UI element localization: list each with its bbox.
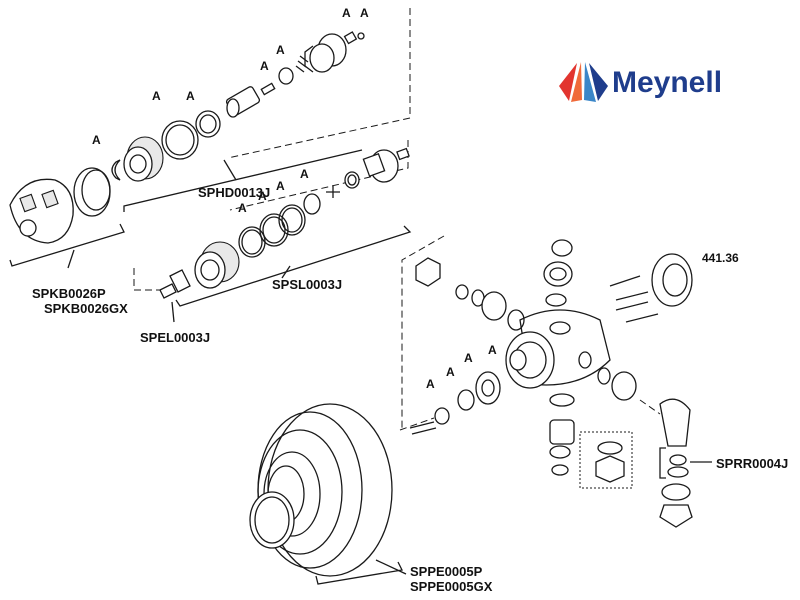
label-spkb0026gx: SPKB0026GX <box>44 301 128 316</box>
marker-a-2: A <box>360 6 369 20</box>
spel-leader-line <box>133 268 160 291</box>
marker-a-8: A <box>300 167 309 181</box>
spsl-leader-line <box>229 140 409 211</box>
sprr-bracket-line <box>659 447 666 479</box>
sphd-pointer-line <box>223 159 237 181</box>
marker-a-14: A <box>446 365 455 379</box>
label-spkb0026p: SPKB0026P <box>32 286 106 301</box>
marker-a-3: A <box>276 43 285 57</box>
label-sppe0005gx: SPPE0005GX <box>410 579 493 594</box>
sphd-assembly-parts <box>9 31 365 244</box>
label-spsl0003j: SPSL0003J <box>272 277 342 292</box>
marker-a-12: A <box>488 343 497 357</box>
marker-a-4: A <box>260 59 269 73</box>
sppe-bracket-line <box>315 561 403 585</box>
marker-a-1: A <box>342 6 351 20</box>
label-spel0003j: SPEL0003J <box>140 330 210 345</box>
sppe-pointer-line <box>375 559 407 575</box>
sppe-faceplate-parts <box>249 403 393 577</box>
label-ref-number: 441.36 <box>702 251 739 265</box>
a-markers: A A A A A A A A A A A A A A A <box>92 6 497 391</box>
spsl-pointer-line <box>281 265 291 279</box>
spel-pointer-line <box>171 301 175 323</box>
marker-a-11: A <box>238 201 247 215</box>
label-sppe0005p: SPPE0005P <box>410 564 483 579</box>
brand-name: Meynell <box>612 66 722 99</box>
body-leader-line-left <box>401 235 445 430</box>
meynell-logo-mark-icon <box>559 62 608 102</box>
label-sphd0013j: SPHD0013J <box>198 185 270 200</box>
label-sprr0004j: SPRR0004J <box>716 456 788 471</box>
marker-a-9: A <box>276 179 285 193</box>
body-leader-line-right <box>639 399 661 415</box>
sphd-leader-line <box>227 8 411 159</box>
marker-a-7: A <box>92 133 101 147</box>
marker-a-15: A <box>426 377 435 391</box>
meynell-logo: Meynell <box>559 62 722 102</box>
marker-a-10: A <box>258 189 267 203</box>
spkb-bracket-line <box>9 223 125 267</box>
marker-a-13: A <box>464 351 473 365</box>
alternative-fittings-box <box>579 431 633 489</box>
sphd-bracket-line <box>123 149 363 212</box>
spkb-pointer-line <box>67 249 75 269</box>
spsl-bracket-line <box>175 225 412 307</box>
body-leader-line-front <box>399 417 435 431</box>
marker-a-6: A <box>186 89 195 103</box>
valve-body-parts <box>409 239 693 528</box>
spsl-assembly-parts <box>159 147 410 299</box>
marker-a-5: A <box>152 89 161 103</box>
